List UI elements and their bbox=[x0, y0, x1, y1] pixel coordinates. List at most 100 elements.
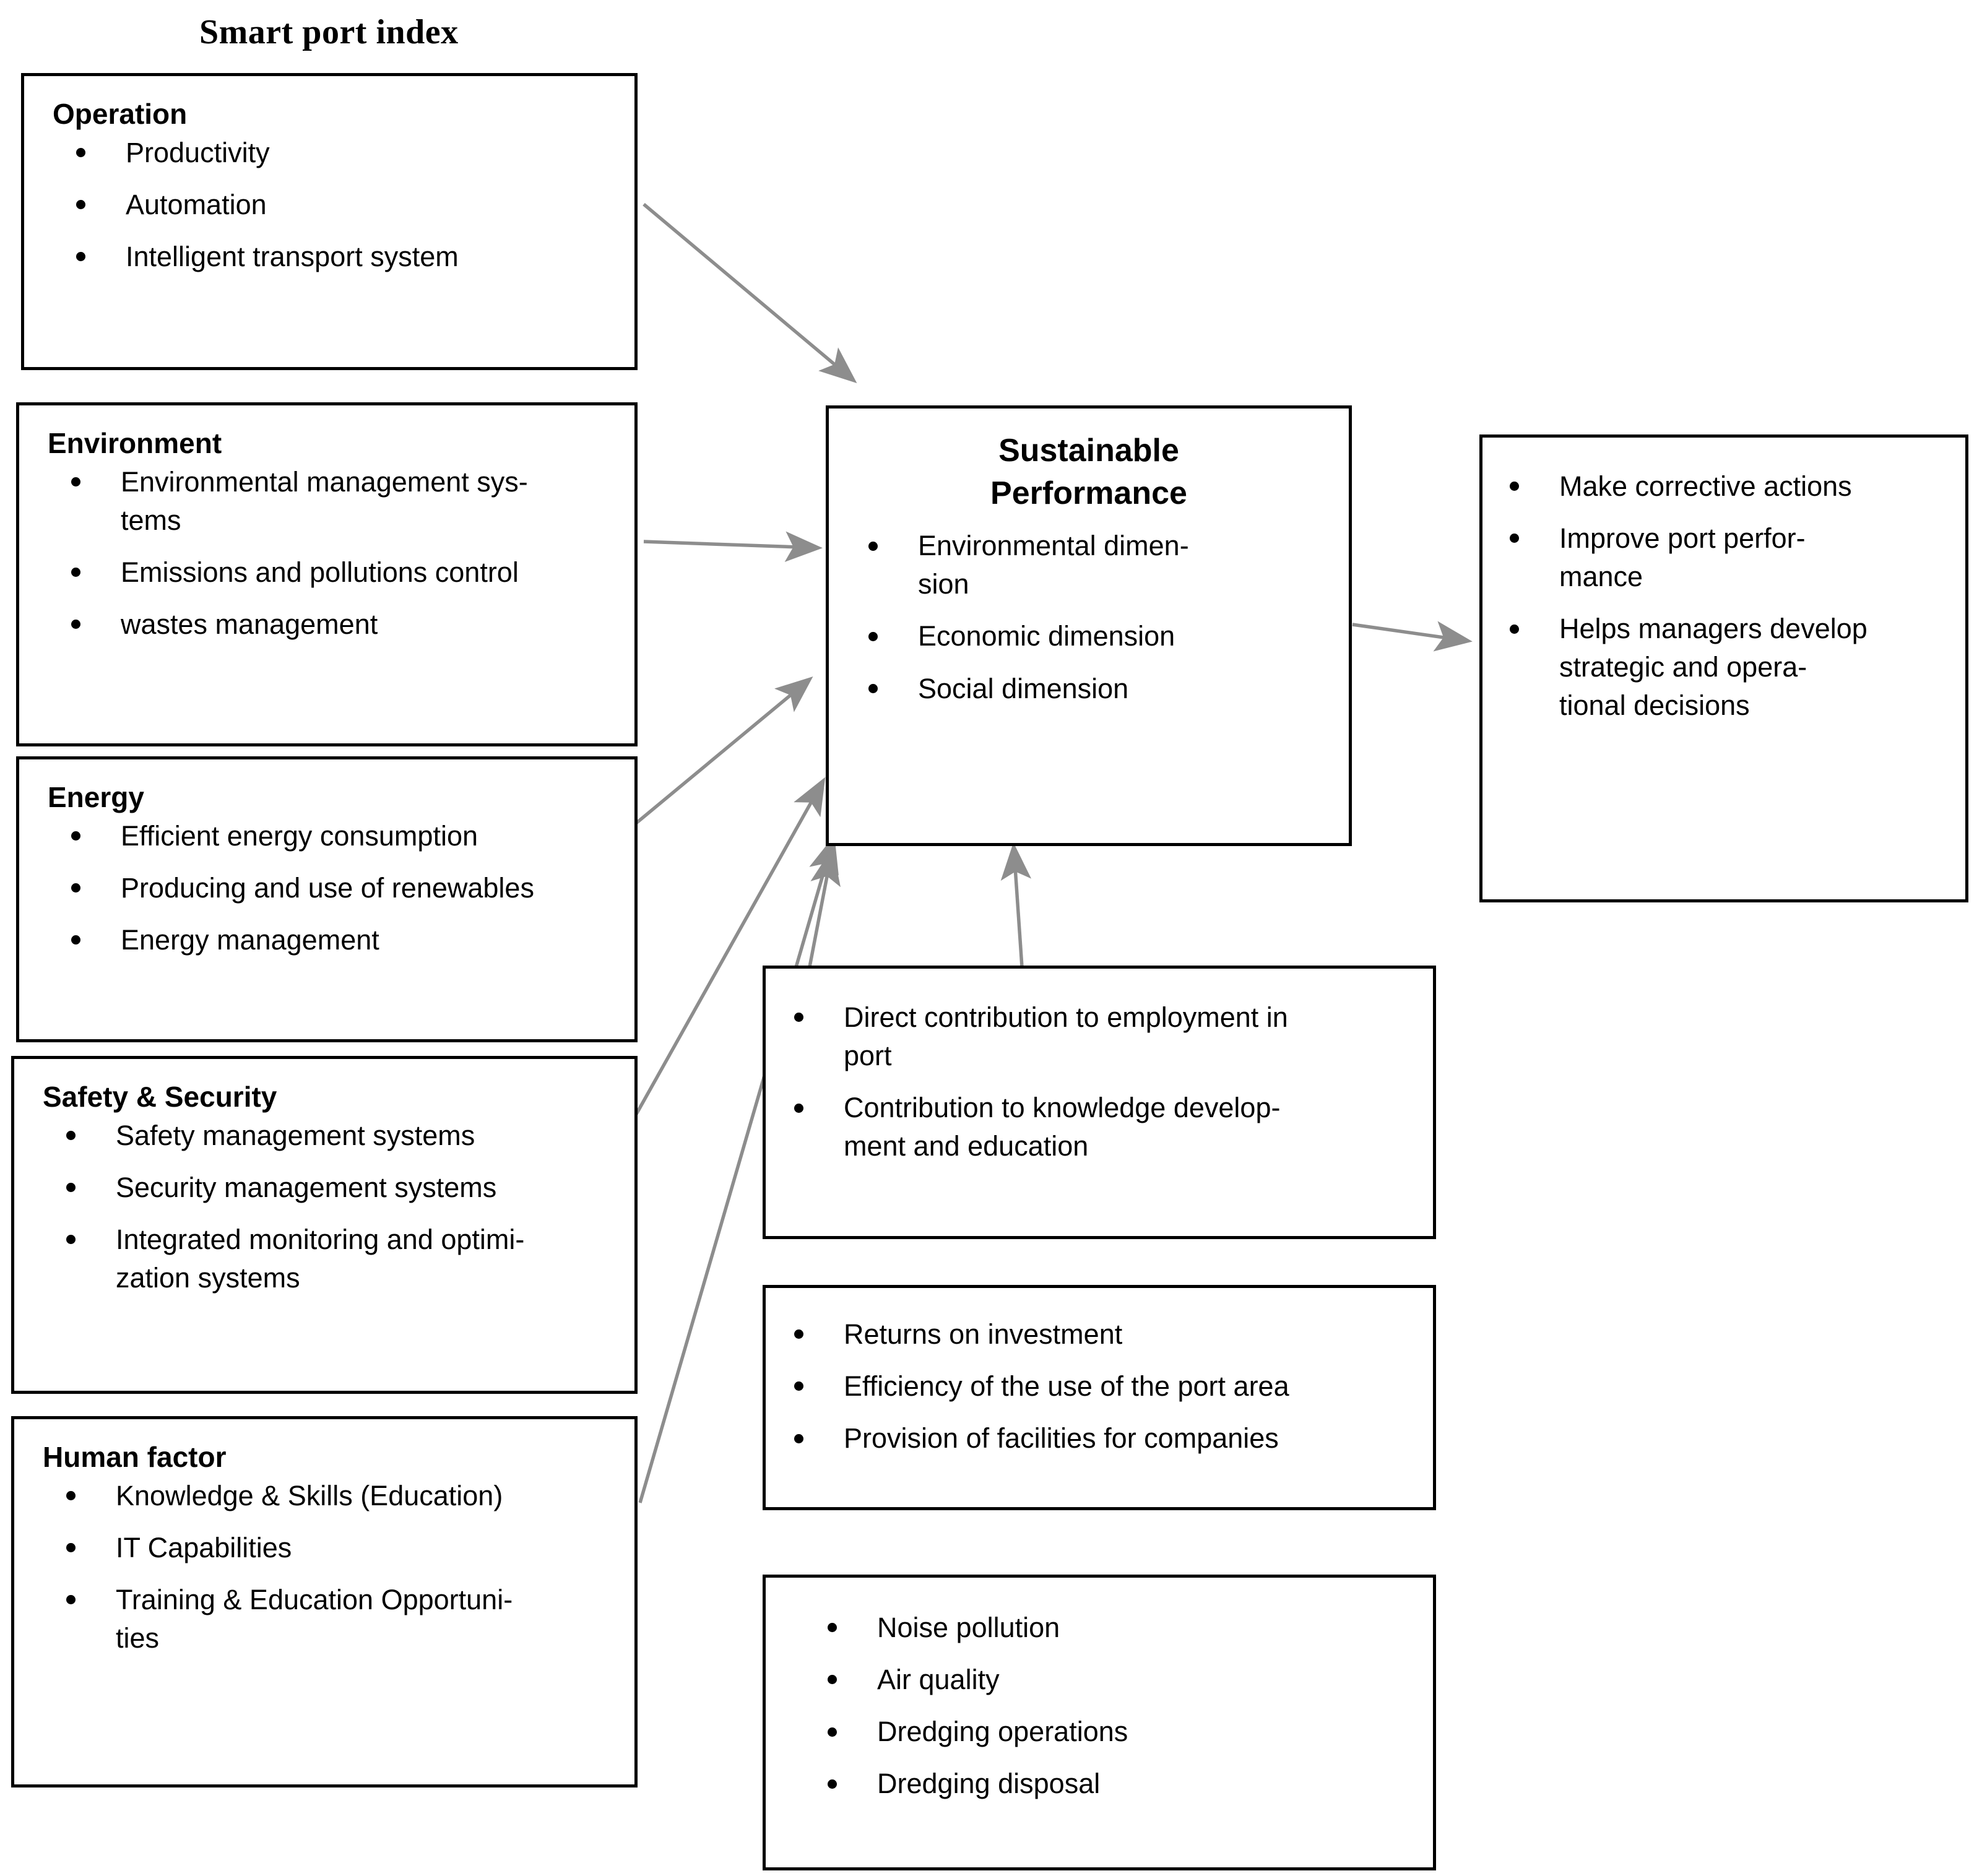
detail-item-list: Noise pollution Air quality Dredging ope… bbox=[804, 1609, 1416, 1803]
list-item: Social dimension bbox=[845, 670, 1333, 708]
bullet-icon bbox=[66, 1490, 76, 1500]
outcomes-item-list: Make corrective actions Improve port per… bbox=[1486, 467, 1952, 725]
list-item-label: Provision of facilities for companies bbox=[844, 1422, 1279, 1455]
list-item: IT Capabilities bbox=[43, 1529, 616, 1567]
bullet-icon bbox=[828, 1623, 837, 1633]
bullet-icon bbox=[794, 1329, 803, 1339]
category-heading: Safety & Security bbox=[43, 1081, 277, 1113]
bullet-icon bbox=[1510, 482, 1519, 491]
list-item: Environmental dimen- sion bbox=[845, 527, 1333, 603]
bullet-icon bbox=[794, 1103, 803, 1113]
list-item: Economic dimension bbox=[845, 617, 1333, 655]
list-item-label: Returns on investment bbox=[844, 1318, 1123, 1350]
list-item-label: Dredging disposal bbox=[877, 1768, 1101, 1800]
bullet-icon bbox=[794, 1433, 803, 1443]
list-item-label: Producing and use of renewables bbox=[121, 871, 534, 904]
bullet-icon bbox=[71, 883, 80, 893]
category-box-human-factor: Human factor Knowledge & Skills (Educati… bbox=[11, 1416, 638, 1787]
bullet-icon bbox=[71, 568, 80, 577]
list-item: Dredging operations bbox=[804, 1713, 1416, 1751]
list-item: Returns on investment bbox=[771, 1315, 1416, 1354]
bullet-icon bbox=[71, 620, 80, 629]
list-item-label: Environmental management sys- tems bbox=[121, 465, 528, 536]
bullet-icon bbox=[71, 831, 80, 841]
list-item-label: Knowledge & Skills (Education) bbox=[116, 1479, 503, 1511]
arrow-economic-details-to-center bbox=[1000, 842, 1032, 967]
list-item-label: Automation bbox=[126, 188, 267, 220]
category-box-safety-security: Safety & Security Safety management syst… bbox=[11, 1056, 638, 1394]
outcomes-box: Make corrective actions Improve port per… bbox=[1479, 434, 1968, 902]
category-item-list: Efficient energy consumption Producing a… bbox=[48, 817, 616, 959]
bullet-icon bbox=[66, 1183, 76, 1193]
list-item-label: Economic dimension bbox=[918, 620, 1175, 652]
bullet-icon bbox=[868, 541, 878, 551]
list-item: Efficient energy consumption bbox=[48, 817, 616, 855]
list-item-label: Safety management systems bbox=[116, 1119, 475, 1151]
list-item: Improve port perfor- mance bbox=[1486, 519, 1952, 596]
list-item-label: Make corrective actions bbox=[1559, 470, 1852, 502]
bullet-icon bbox=[71, 935, 80, 945]
list-item-label: Efficient energy consumption bbox=[121, 819, 478, 852]
arrow-social-details-to-center bbox=[808, 847, 841, 967]
list-item: Dredging disposal bbox=[804, 1765, 1416, 1803]
list-item: Emissions and pollutions control bbox=[48, 553, 616, 592]
detail-item-list: Direct contribution to employment in por… bbox=[771, 998, 1416, 1165]
list-item-label: Productivity bbox=[126, 136, 270, 168]
list-item: Energy management bbox=[48, 921, 616, 959]
list-item: Air quality bbox=[804, 1661, 1416, 1699]
detail-item-list: Returns on investment Efficiency of the … bbox=[771, 1315, 1416, 1458]
list-item-label: Helps managers develop strategic and ope… bbox=[1559, 613, 1867, 722]
list-item-label: Energy management bbox=[121, 923, 379, 956]
bullet-icon bbox=[828, 1779, 837, 1789]
list-item: Efficiency of the use of the port area bbox=[771, 1367, 1416, 1406]
category-item-list: Productivity Automation Intelligent tran… bbox=[53, 134, 616, 276]
list-item-label: Efficiency of the use of the port area bbox=[844, 1370, 1289, 1403]
list-item: Provision of facilities for companies bbox=[771, 1419, 1416, 1458]
bullet-icon bbox=[868, 683, 878, 693]
list-item-label: Emissions and pollutions control bbox=[121, 556, 519, 588]
arrow-center-to-outcomes bbox=[1352, 621, 1473, 652]
list-item-label: Direct contribution to employment in por… bbox=[844, 1001, 1288, 1072]
arrow-environment-to-center bbox=[643, 531, 823, 562]
center-item-list: Environmental dimen- sion Economic dimen… bbox=[845, 523, 1333, 707]
category-box-environment: Environment Environmental management sys… bbox=[16, 402, 638, 746]
list-item-label: IT Capabilities bbox=[116, 1531, 292, 1563]
category-heading: Environment bbox=[48, 427, 222, 459]
category-box-operation: Operation Productivity Automation Intell… bbox=[21, 73, 638, 370]
arrow-operation-to-center bbox=[643, 202, 857, 384]
list-item: Helps managers develop strategic and ope… bbox=[1486, 610, 1952, 725]
center-box-sustainable-performance: Sustainable Performance Environmental di… bbox=[826, 405, 1352, 846]
list-item-label: Contribution to knowledge develop- ment … bbox=[844, 1092, 1281, 1162]
list-item: Contribution to knowledge develop- ment … bbox=[771, 1089, 1416, 1165]
detail-box-social-dimension: Direct contribution to employment in por… bbox=[763, 966, 1436, 1239]
detail-box-economic-dimension: Returns on investment Efficiency of the … bbox=[763, 1285, 1436, 1510]
category-item-list: Environmental management sys- tems Emiss… bbox=[48, 463, 616, 644]
bullet-icon bbox=[1510, 624, 1519, 634]
list-item-label: Improve port perfor- mance bbox=[1559, 522, 1806, 593]
list-item-label: Environmental dimen- sion bbox=[918, 530, 1189, 600]
list-item: Safety management systems bbox=[43, 1117, 616, 1155]
category-heading: Human factor bbox=[43, 1441, 227, 1473]
list-item-label: Intelligent transport system bbox=[126, 240, 459, 272]
bullet-icon bbox=[66, 1130, 76, 1140]
list-item: wastes management bbox=[48, 605, 616, 644]
bullet-icon bbox=[76, 252, 85, 262]
bullet-icon bbox=[794, 1381, 803, 1391]
list-item-label: wastes management bbox=[121, 608, 378, 640]
category-heading: Energy bbox=[48, 781, 144, 813]
list-item-label: Dredging operations bbox=[877, 1716, 1128, 1748]
list-item: Direct contribution to employment in por… bbox=[771, 998, 1416, 1075]
list-item: Make corrective actions bbox=[1486, 467, 1952, 506]
list-item-label: Air quality bbox=[877, 1664, 1000, 1696]
detail-box-environmental-dimension: Noise pollution Air quality Dredging ope… bbox=[763, 1575, 1436, 1870]
list-item: Producing and use of renewables bbox=[48, 869, 616, 907]
bullet-icon bbox=[71, 477, 80, 486]
category-box-energy: Energy Efficient energy consumption Prod… bbox=[16, 756, 638, 1042]
list-item-label: Training & Education Opportuni- ties bbox=[116, 1583, 513, 1654]
center-box-title: Sustainable Performance bbox=[990, 433, 1187, 511]
list-item: Integrated monitoring and optimi- zation… bbox=[43, 1221, 616, 1297]
category-item-list: Safety management systems Security manag… bbox=[43, 1117, 616, 1297]
list-item: Productivity bbox=[53, 134, 616, 172]
list-item: Knowledge & Skills (Education) bbox=[43, 1477, 616, 1515]
page-title: Smart port index bbox=[199, 13, 459, 51]
